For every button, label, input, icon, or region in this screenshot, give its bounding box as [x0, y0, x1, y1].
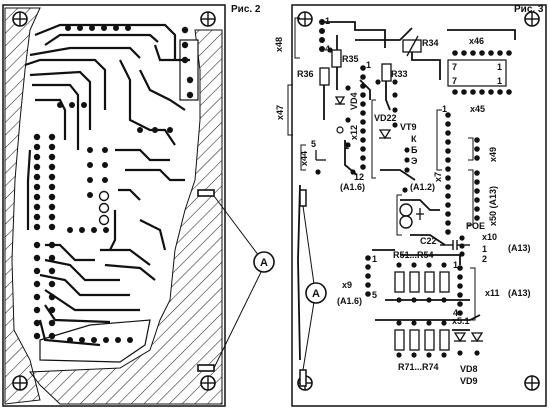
- label-a12: (A1.2): [410, 182, 435, 192]
- label-x44: x44: [299, 151, 309, 166]
- contact-pad-upper: [197, 189, 215, 197]
- resistors-r51-r54: [394, 262, 450, 303]
- pin-number: 1: [325, 16, 330, 26]
- label-x46: x46: [469, 36, 484, 46]
- label-r51-r54: R51...R54: [393, 250, 434, 260]
- label-poe: POE: [466, 221, 485, 231]
- mounting-hole-tl: [12, 11, 28, 27]
- connector-x12-pads: [360, 65, 366, 170]
- label-r34: R34: [422, 38, 439, 48]
- callout-letter-fig2: A: [260, 257, 268, 269]
- connector-x7-pads: [445, 112, 451, 235]
- callout-letter-fig3: A: [312, 288, 320, 300]
- label-r33: R33: [391, 69, 408, 79]
- label-a16-bot: (A1.6): [337, 296, 362, 306]
- label-a16-top: (A1.6): [340, 182, 365, 192]
- callout-circle-fig2: [253, 251, 275, 273]
- mounting-hole-3br: [524, 375, 540, 391]
- mounting-hole-br: [200, 375, 216, 391]
- pin-number: 1: [442, 104, 447, 114]
- label-k: К: [411, 134, 417, 144]
- label-vd9: VD9: [460, 376, 478, 386]
- pin-number: 4: [325, 44, 330, 54]
- resistor-r33: [381, 63, 392, 82]
- callout-circle-fig3: [305, 282, 327, 304]
- pin-number: 7: [452, 62, 457, 72]
- label-x47: x47: [275, 105, 285, 120]
- figure-3-caption: Рис. 3: [514, 4, 544, 15]
- label-x12: x12: [349, 125, 359, 140]
- pin-number: 1: [497, 76, 502, 86]
- label-a13-low: (A13): [508, 288, 531, 298]
- connector-x9-pads: [365, 255, 371, 297]
- figure-2-caption: Рис. 2: [231, 4, 261, 15]
- resistors-r71-r74: [394, 320, 450, 358]
- label-b: Б: [411, 145, 418, 155]
- label-vd8: VD8: [460, 364, 478, 374]
- label-r36: R36: [297, 69, 314, 79]
- pin-number: 1: [366, 60, 371, 70]
- label-x50: x50 (A13): [488, 186, 498, 226]
- pin-number: 1: [453, 260, 458, 270]
- label-x11: x11: [485, 288, 500, 298]
- traces-fig2: [24, 23, 190, 347]
- label-x7: x7: [433, 172, 443, 182]
- diode-vd22: [378, 129, 392, 140]
- mounting-hole-bl: [12, 375, 28, 391]
- mounting-hole-3tr: [524, 11, 540, 27]
- coil-lower: [399, 215, 413, 229]
- label-x10: x10: [482, 232, 497, 242]
- pin-number: 1: [372, 254, 377, 264]
- pin-number: 4: [453, 308, 458, 318]
- contact-pad-3-lower: [299, 369, 307, 387]
- label-e: Э: [411, 156, 418, 166]
- pin-number: 7: [452, 76, 457, 86]
- connector-x11-pads: [457, 265, 463, 316]
- mounting-hole-3tl: [297, 11, 313, 27]
- label-vd22: VD22: [374, 113, 397, 123]
- coil-upper: [399, 203, 413, 217]
- label-r35: R35: [342, 54, 359, 64]
- connector-x44: [315, 150, 326, 161]
- pin-number: 12: [354, 172, 364, 182]
- label-r71-r74: R71...R74: [398, 362, 439, 372]
- pin-number: 1: [344, 141, 349, 151]
- label-c22: C22: [420, 236, 437, 246]
- pin-number: 5: [311, 139, 316, 149]
- label-vt9: VT9: [400, 122, 417, 132]
- pin-number: 1: [482, 244, 487, 254]
- mounting-hole-tr: [200, 11, 216, 27]
- pin-number: 1: [497, 62, 502, 72]
- pin-number: 5: [372, 290, 377, 300]
- label-a13-mid: (A13): [508, 243, 531, 253]
- diodes-vd8-vd9: [453, 332, 484, 356]
- contact-pad-lower: [197, 364, 215, 372]
- ground-plane-left: [4, 7, 41, 405]
- pin-number: 2: [482, 254, 487, 264]
- contact-pad-3-upper: [299, 189, 307, 207]
- label-x45: x45: [470, 104, 485, 114]
- connector-x46-x45: [447, 50, 512, 95]
- diode-vd4: [334, 96, 346, 106]
- ground-plane-right: [29, 29, 223, 405]
- figure-2-board: A Рис. 2: [2, 4, 275, 407]
- label-vd4: VD4: [349, 92, 359, 110]
- resistor-r36: [319, 67, 330, 86]
- label-x49: x49: [488, 147, 498, 162]
- figure-3-board: A Рис. 3 x48 R35 R36 R34 R33 x46 x45 x47…: [274, 4, 547, 407]
- label-x9: x9: [342, 280, 352, 290]
- label-x5-1: x5.1: [452, 316, 470, 326]
- label-x48: x48: [274, 37, 284, 52]
- resistor-r35: [331, 49, 342, 68]
